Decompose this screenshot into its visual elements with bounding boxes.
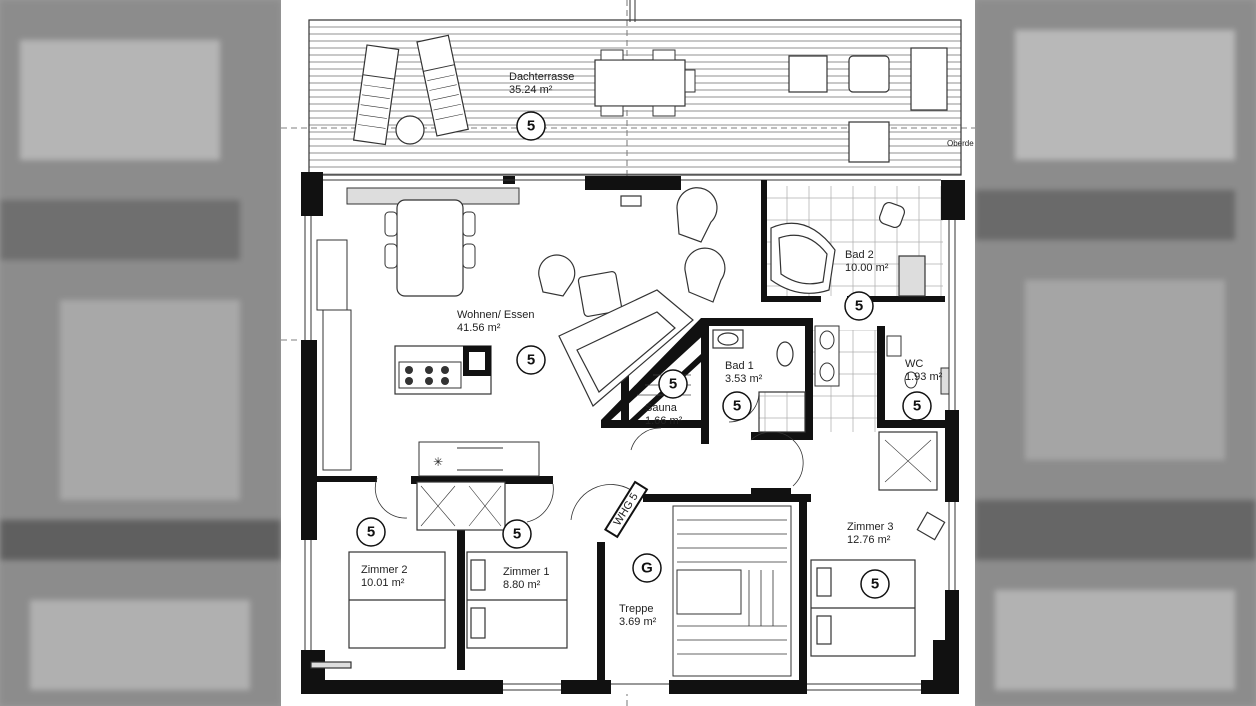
bedroom-furniture bbox=[310, 481, 568, 669]
interior-walls bbox=[317, 180, 945, 692]
room-area-zimmer2: 10.01 m² bbox=[361, 577, 405, 589]
room-label-bad1: Bad 1 bbox=[725, 360, 754, 372]
svg-text:✳: ✳ bbox=[433, 455, 443, 469]
room-badge-zimmer3: 5 bbox=[871, 576, 879, 593]
terrace-badge: 5 bbox=[527, 118, 535, 135]
room-label-treppe: Treppe bbox=[619, 603, 653, 615]
terrace: Dachterrasse 35.24 m² Oberde bbox=[308, 19, 974, 176]
room-labels: Wohnen/ Essen 41.56 m² Bad 2 10.00 m² Ba… bbox=[361, 249, 943, 628]
room-label-bad2: Bad 2 bbox=[845, 249, 874, 261]
room-badges bbox=[356, 111, 932, 599]
room-badge-wohnen: 5 bbox=[527, 352, 535, 369]
door-swings bbox=[374, 427, 804, 523]
room-badge-bad1: 5 bbox=[733, 398, 741, 415]
staircase bbox=[672, 505, 792, 677]
floor-plan: Dachterrasse 35.24 m² Oberde bbox=[281, 0, 975, 706]
room-label-sauna: Sauna bbox=[645, 402, 678, 414]
room-badge-labels: 5 5 5 5 5 5 5 5 5 G bbox=[367, 118, 921, 593]
blurred-background-left bbox=[0, 0, 281, 706]
room-area-zimmer1: 8.80 m² bbox=[503, 579, 541, 591]
side-table bbox=[395, 115, 425, 145]
kitchen: ✳ bbox=[316, 187, 540, 477]
room-badge-sauna: 5 bbox=[669, 376, 677, 393]
room-label-zimmer1: Zimmer 1 bbox=[503, 566, 549, 578]
room-area-wohnen: 41.56 m² bbox=[457, 322, 501, 334]
room-badge-bad2: 5 bbox=[855, 298, 863, 315]
room-label-wc: WC bbox=[905, 358, 923, 370]
terrace-table bbox=[594, 49, 696, 117]
room-area-treppe: 3.69 m² bbox=[619, 616, 657, 628]
room-area-zimmer3: 12.76 m² bbox=[847, 534, 891, 546]
sun-lounger-right bbox=[416, 34, 469, 137]
outer-walls bbox=[301, 172, 965, 694]
room-area-bad2: 10.00 m² bbox=[845, 262, 889, 274]
room-label-zimmer2: Zimmer 2 bbox=[361, 564, 407, 576]
room-badge-treppe: G bbox=[641, 560, 653, 577]
room-label-wohnen: Wohnen/ Essen bbox=[457, 309, 534, 321]
room-area-wc: 1.93 m² bbox=[905, 371, 943, 383]
living-furniture bbox=[538, 187, 726, 407]
room-badge-wc: 5 bbox=[913, 398, 921, 415]
bathroom-2-fixtures bbox=[770, 201, 926, 297]
wc-fixtures bbox=[886, 335, 950, 395]
bathroom-1-fixtures bbox=[712, 329, 806, 433]
edge-label: Oberde bbox=[947, 139, 974, 148]
room-badge-zimmer1: 5 bbox=[513, 526, 521, 543]
terrace-label: Dachterrasse bbox=[509, 71, 574, 83]
terrace-area: 35.24 m² bbox=[509, 84, 553, 96]
room-label-zimmer3: Zimmer 3 bbox=[847, 521, 893, 533]
room-area-sauna: 1.66 m² bbox=[645, 415, 683, 427]
double-sink bbox=[814, 325, 840, 387]
sun-lounger-left bbox=[352, 44, 400, 146]
room-badge-zimmer2: 5 bbox=[367, 524, 375, 541]
blurred-background-right bbox=[975, 0, 1256, 706]
room-area-bad1: 3.53 m² bbox=[725, 373, 763, 385]
